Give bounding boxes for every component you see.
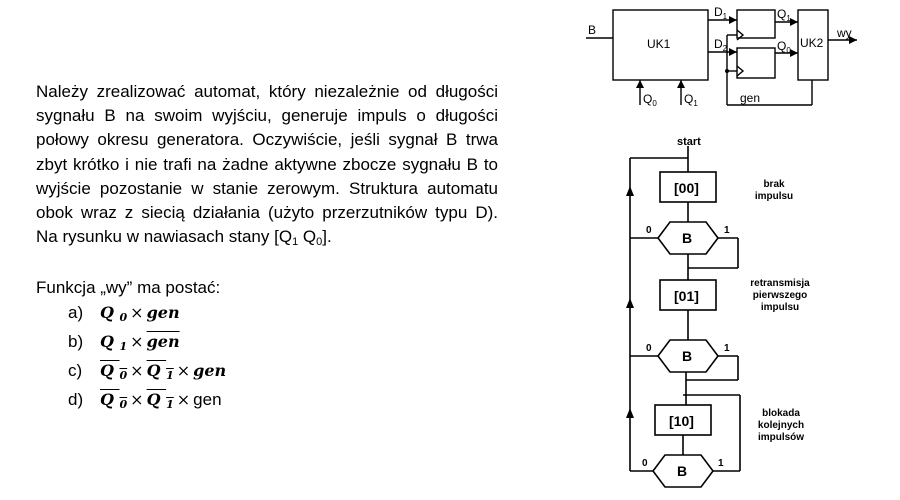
decision-2-label: B: [682, 348, 692, 364]
flipflop-1: [736, 9, 776, 39]
formula-term: Q: [146, 361, 161, 381]
formula-term: Q: [100, 331, 114, 351]
note-pierwszego: pierwszego: [753, 290, 807, 301]
subscript: 1: [292, 236, 299, 249]
multiply-operator: ×: [130, 331, 144, 351]
in-q0-text: Q: [643, 92, 652, 106]
description-text: Należy zrealizować automat, który niezal…: [36, 82, 498, 247]
d2-text: D: [714, 37, 723, 51]
d1-text: D: [714, 5, 723, 19]
note-impulsu-2: impulsu: [761, 302, 799, 313]
subscript: 0: [119, 398, 128, 412]
state-00-label: [00]: [674, 180, 699, 196]
description-text: ].: [322, 227, 332, 247]
q0-text: Q: [777, 39, 786, 53]
state-network: start [00] B [01] B [10] B 0 1 0 1 0 1 b…: [626, 136, 810, 488]
state-10-label: [10]: [669, 413, 694, 429]
multiply-operator: ×: [176, 390, 191, 410]
wy-label: wy: [836, 26, 852, 40]
subscript: 1: [166, 369, 174, 383]
q0-sub: 0: [786, 46, 791, 55]
branch-zero-1: 0: [646, 225, 652, 236]
note-brak: brak: [763, 179, 785, 190]
note-impulsow: impulsów: [758, 432, 804, 443]
circuit-diagram: B UK1 UK2 D1 D2 Q1 Q0 Q0 Q1 wy gen: [586, 5, 857, 108]
option-letter: d): [68, 390, 84, 410]
in-q0-label: Q0: [643, 92, 657, 108]
formula-term: Q: [100, 302, 114, 322]
start-label: start: [677, 136, 701, 148]
d2-sub: 2: [723, 44, 728, 53]
multiply-operator: ×: [130, 302, 144, 322]
formula-term: gen: [193, 361, 227, 381]
task-description: Należy zrealizować automat, który niezal…: [36, 80, 498, 254]
uk2-label: UK2: [800, 36, 824, 50]
in-q1-text: Q: [684, 92, 693, 106]
description-text: Q: [298, 227, 317, 247]
in-q1-label: Q1: [684, 92, 698, 108]
subscript: 0: [119, 310, 128, 324]
in-q0-sub: 0: [652, 99, 657, 108]
formula-term: gen: [146, 302, 180, 322]
branch-zero-3: 0: [642, 458, 648, 469]
subscript: 1: [119, 339, 128, 353]
q1-sub: 1: [786, 14, 791, 23]
q0-label: Q0: [777, 39, 791, 55]
subscript: 0: [119, 369, 128, 383]
option-formula: Q 0×gen: [100, 301, 180, 330]
q1-label: Q1: [777, 7, 791, 23]
formula-term: Q: [100, 390, 114, 410]
d2-label: D2: [714, 37, 728, 53]
task-text: Należy zrealizować automat, który niezal…: [36, 80, 498, 417]
option-letter: a): [68, 302, 84, 322]
formula-term: gen: [146, 331, 180, 351]
input-b-label: B: [588, 23, 596, 37]
option-formula: Q 0×Q 1×gen: [100, 359, 226, 388]
uk1-block: [612, 9, 709, 81]
state-01-label: [01]: [674, 288, 699, 304]
branch-one-1: 1: [724, 225, 730, 236]
option-letter: c): [68, 361, 83, 381]
uk1-label: UK1: [647, 37, 671, 51]
decision-3-label: B: [677, 463, 687, 479]
branch-zero-2: 0: [646, 343, 652, 354]
subscript: 0: [316, 236, 323, 249]
q1-text: Q: [777, 7, 786, 21]
option-d[interactable]: d) Q 0×Q 1×gen: [68, 388, 498, 417]
gen-label: gen: [740, 91, 760, 105]
decision-1-label: B: [682, 230, 692, 246]
answer-options: a) Q 0×gen b) Q 1×gen c) Q 0×Q 1×gen d) …: [68, 301, 498, 418]
option-formula: Q 1×gen: [100, 330, 180, 359]
in-q1-sub: 1: [693, 99, 698, 108]
option-c[interactable]: c) Q 0×Q 1×gen: [68, 359, 498, 388]
note-retransmisja: retransmisja: [750, 278, 810, 289]
uk2-block: [797, 9, 829, 81]
option-formula: Q 0×Q 1×gen: [100, 388, 222, 417]
formula-term: gen: [193, 390, 222, 410]
subscript: 1: [166, 398, 174, 412]
option-a[interactable]: a) Q 0×gen: [68, 301, 498, 330]
multiply-operator: ×: [130, 390, 144, 410]
function-title: Funkcja „wy” ma postać:: [36, 278, 221, 298]
formula-term: Q: [100, 361, 114, 381]
flipflop-2: [736, 47, 776, 79]
branch-one-3: 1: [718, 458, 724, 469]
note-impulsu: impulsu: [755, 191, 793, 202]
multiply-operator: ×: [176, 361, 191, 381]
note-kolejnych: kolejnych: [758, 420, 804, 431]
d1-label: D1: [714, 5, 728, 21]
branch-one-2: 1: [724, 343, 730, 354]
d1-sub: 1: [723, 12, 728, 21]
multiply-operator: ×: [130, 361, 144, 381]
note-blokada: blokada: [762, 408, 800, 419]
option-letter: b): [68, 331, 84, 351]
option-b[interactable]: b) Q 1×gen: [68, 330, 498, 359]
formula-term: Q: [146, 390, 161, 410]
